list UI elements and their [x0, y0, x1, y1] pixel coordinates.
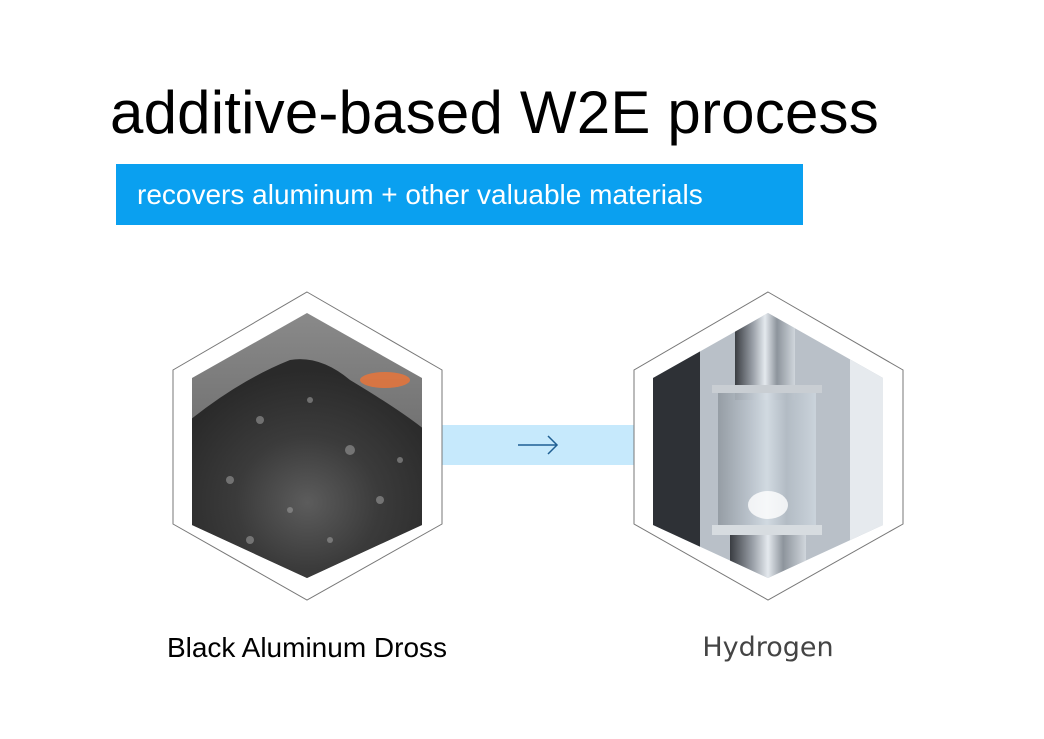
slide-title: additive-based W2E process — [110, 79, 879, 146]
right-arrow-icon — [518, 435, 559, 455]
output-label: Hydrogen — [702, 632, 834, 663]
input-label: Black Aluminum Dross — [166, 632, 448, 663]
black-aluminum-dross-photo — [192, 313, 422, 578]
subtitle-banner: recovers aluminum + other valuable mater… — [116, 164, 803, 225]
